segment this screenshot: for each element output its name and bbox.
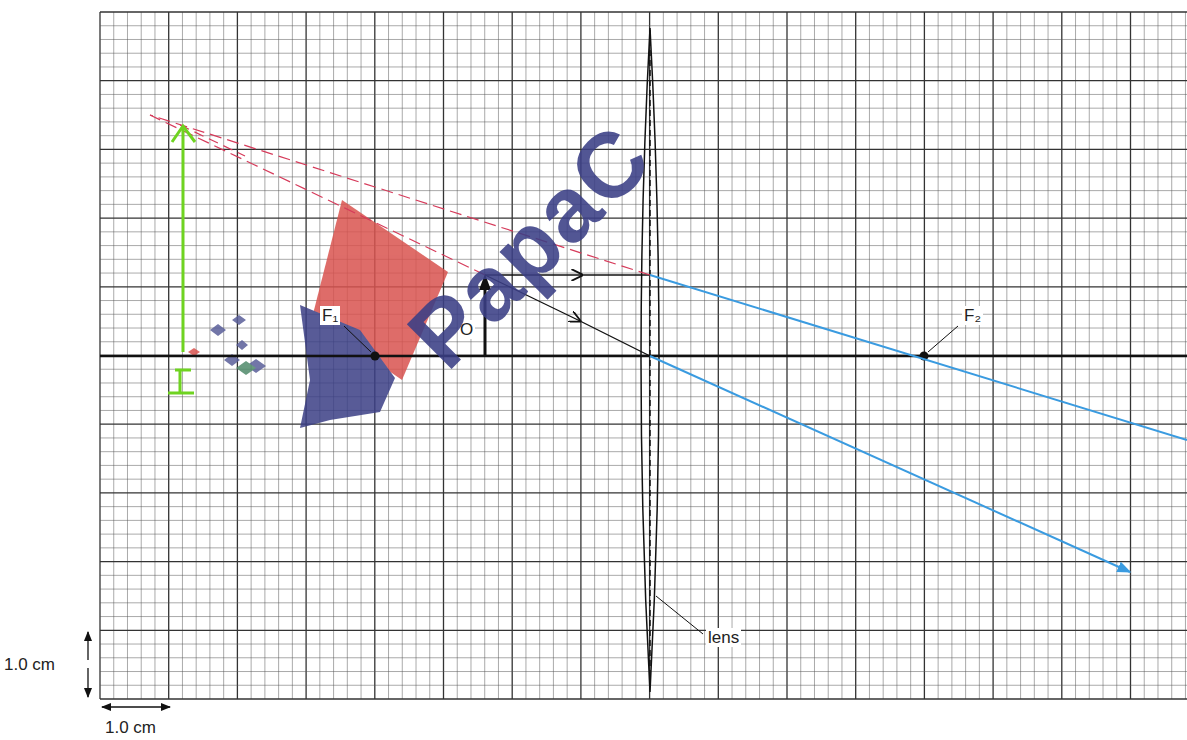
graph-grid <box>100 12 1187 699</box>
grid-line <box>100 382 1187 383</box>
grid-line <box>100 630 1187 631</box>
lens-label: lens <box>706 628 741 647</box>
refracted-ray <box>650 275 1187 440</box>
leader-line <box>656 596 703 634</box>
grid-line <box>100 39 1187 40</box>
grid-line <box>100 657 1187 658</box>
ray <box>580 321 650 356</box>
grid-line <box>100 451 1187 452</box>
scale-arrow <box>87 632 88 660</box>
scale-arrow <box>102 706 136 707</box>
grid-line <box>100 328 1187 329</box>
principal-axis <box>100 355 1187 358</box>
grid-line <box>100 286 1187 287</box>
grid-line <box>100 355 1187 356</box>
grid-line <box>100 424 1187 425</box>
grid-line <box>100 231 1187 232</box>
leader-line <box>344 326 371 352</box>
grid-line <box>100 259 1187 260</box>
refracted-ray <box>650 356 1130 572</box>
grid-line <box>100 396 1187 397</box>
grid-line <box>100 53 1187 54</box>
image-arrow-head <box>172 126 195 142</box>
scale-arrow <box>87 668 88 697</box>
grid-line <box>100 479 1187 480</box>
scale-arrow <box>136 706 170 707</box>
grid-line <box>100 245 1187 246</box>
image-marker <box>168 370 194 393</box>
grid-line <box>100 25 1187 26</box>
scale-label: 1.0 cm <box>2 655 57 674</box>
ray <box>582 274 650 275</box>
grid-line <box>100 671 1187 672</box>
grid-line <box>100 616 1187 617</box>
grid-line <box>100 11 1187 12</box>
grid-line <box>100 410 1187 411</box>
construction-line <box>150 115 485 275</box>
grid-line <box>100 465 1187 466</box>
grid-line <box>100 341 1187 342</box>
grid-line <box>100 80 1187 81</box>
grid-line <box>100 66 1187 67</box>
grid-line <box>100 369 1187 370</box>
grid-line <box>100 492 1187 493</box>
construction-line <box>180 125 245 156</box>
grid-line <box>100 602 1187 603</box>
grid-line <box>100 121 1187 122</box>
grid-line <box>100 135 1187 136</box>
grid-line <box>100 94 1187 95</box>
grid-line <box>100 217 1187 218</box>
grid-line <box>100 575 1187 576</box>
focal-point-label: F₂ <box>962 306 983 325</box>
grid-line <box>100 644 1187 645</box>
grid-line <box>100 561 1187 562</box>
lens-outline <box>641 28 659 692</box>
focal-point-label: F₁ <box>320 306 340 325</box>
grid-line <box>100 698 1187 699</box>
focal-point <box>371 352 380 361</box>
grid-line <box>100 314 1187 315</box>
grid-line <box>100 437 1187 438</box>
image-arrow <box>182 128 185 352</box>
grid-line <box>100 300 1187 301</box>
leader-line <box>928 326 958 352</box>
grid-line <box>100 685 1187 686</box>
scale-label: 1.0 cm <box>103 718 158 737</box>
grid-line <box>100 108 1187 109</box>
grid-line <box>100 589 1187 590</box>
lens-centre-line <box>649 30 651 690</box>
